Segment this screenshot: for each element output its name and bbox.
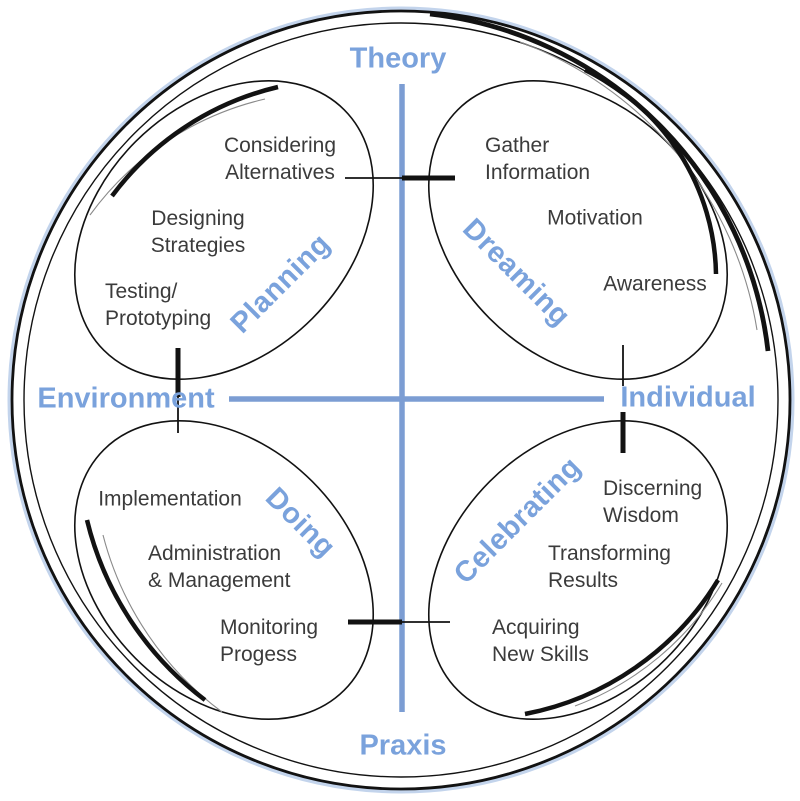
celebrating-arc-hairline bbox=[574, 582, 723, 707]
outer-rim-circle bbox=[7, 6, 795, 794]
item-awareness: Awareness bbox=[603, 272, 707, 296]
doing-ellipse bbox=[73, 419, 375, 721]
axis-label-praxis: Praxis bbox=[359, 729, 447, 762]
item-administration-management: Administration & Management bbox=[148, 542, 291, 592]
item-transforming-results: Transforming Results bbox=[548, 542, 671, 592]
outer-right-swoosh-arc bbox=[429, 11, 771, 352]
item-monitoring-progess: Monitoring Progess bbox=[220, 616, 319, 666]
item-implementation: Implementation bbox=[98, 487, 242, 511]
axis-label-individual: Individual bbox=[620, 381, 756, 414]
item-gather-information: Gather Information bbox=[485, 134, 591, 184]
celebrating-swoosh-arc bbox=[524, 578, 720, 717]
item-considering-alternatives: Considering Alternatives bbox=[223, 134, 337, 184]
axis-label-theory: Theory bbox=[349, 42, 447, 75]
item-designing-strategies: Designing Strategies bbox=[150, 207, 246, 257]
axis-label-environment: Environment bbox=[37, 382, 215, 415]
inner-circle bbox=[23, 22, 779, 778]
item-discerning-wisdom: Discerning Wisdom bbox=[603, 477, 703, 527]
celebrating-ellipse bbox=[427, 419, 729, 721]
item-motivation: Motivation bbox=[547, 206, 643, 230]
planning-swoosh-arc bbox=[110, 84, 279, 198]
item-testing-prototyping: Testing/ Prototyping bbox=[105, 280, 212, 330]
planning-ellipse bbox=[73, 79, 375, 381]
outer-circle bbox=[10, 9, 792, 791]
doing-swoosh-arc bbox=[84, 519, 207, 702]
item-acquiring-new-skills: Acquiring New Skills bbox=[492, 616, 589, 666]
